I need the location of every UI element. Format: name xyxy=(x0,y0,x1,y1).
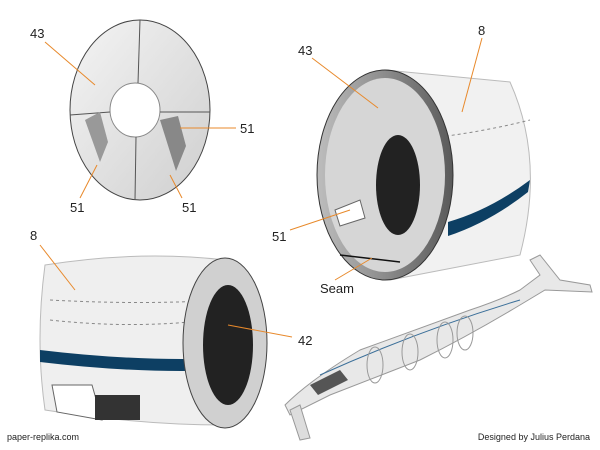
ring-part-43 xyxy=(69,19,211,201)
website-credit: paper-replika.com xyxy=(7,432,80,442)
label-inner-part: 42 xyxy=(298,333,312,348)
assembled-shell xyxy=(316,69,531,281)
label-ring-tab-right: 51 xyxy=(240,121,254,136)
label-seam: Seam xyxy=(320,281,354,296)
label-ring-tab-bottom: 51 xyxy=(182,200,196,215)
airplane-illustration xyxy=(284,254,593,441)
shell-part-8 xyxy=(39,255,268,429)
label-ring-part: 43 xyxy=(30,26,44,41)
label-assembled-ring: 43 xyxy=(298,43,312,58)
label-shell-part: 8 xyxy=(30,228,37,243)
label-assembled-tab: 51 xyxy=(272,229,286,244)
label-assembled-shell: 8 xyxy=(478,23,485,38)
label-ring-tab-left: 51 xyxy=(70,200,84,215)
designer-credit: Designed by Julius Perdana xyxy=(477,432,590,442)
